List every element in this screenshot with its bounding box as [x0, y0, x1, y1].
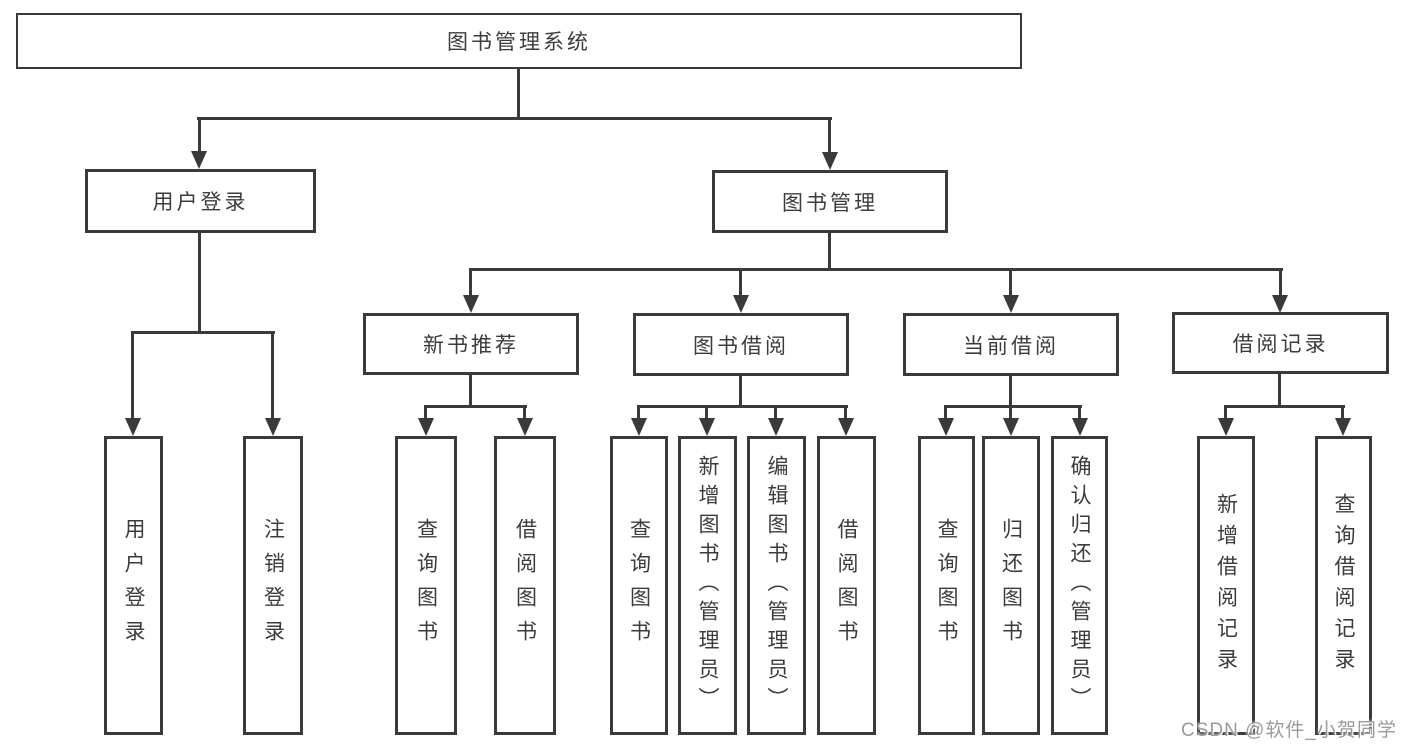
- connector-line: [637, 405, 640, 419]
- arrowhead-icon: [838, 418, 854, 436]
- node-book-borrowing-label: 图书借阅: [693, 334, 789, 358]
- connector-line: [424, 405, 427, 419]
- connector-line: [198, 233, 201, 333]
- connector-line: [131, 331, 134, 418]
- arrowhead-icon: [125, 418, 141, 436]
- arrowhead-icon: [822, 152, 838, 170]
- leaf-logout-login-label: 注销登录: [261, 517, 285, 654]
- node-current-borrowing-label: 当前借阅: [963, 334, 1059, 358]
- connector-line: [517, 68, 520, 119]
- connector-line: [1278, 374, 1281, 407]
- leaf-add-borrow-record: 新增借阅记录: [1197, 436, 1255, 735]
- arrowhead-icon: [265, 418, 281, 436]
- node-new-book-recommend: 新书推荐: [363, 313, 579, 375]
- leaf-confirm-return-admin-label: 确认归还（管理员）: [1068, 455, 1091, 716]
- connector-line: [1224, 405, 1227, 419]
- leaf-return-books: 归还图书: [982, 436, 1040, 735]
- connector-line: [1224, 405, 1345, 408]
- arrowhead-icon: [631, 418, 647, 436]
- connector-line: [1078, 405, 1081, 419]
- connector-line: [197, 117, 832, 120]
- leaf-return-books-label: 归还图书: [999, 517, 1023, 654]
- leaf-add-borrow-record-label: 新增借阅记录: [1214, 492, 1238, 679]
- connector-line: [1009, 405, 1012, 419]
- connector-line: [944, 405, 1082, 408]
- leaf-query-borrow-record-label: 查询借阅记录: [1332, 492, 1355, 679]
- leaf-query-books-recommend-label: 查询图书: [414, 517, 438, 654]
- leaf-borrow-books-borrowing: 借阅图书: [817, 436, 876, 735]
- leaf-borrow-books-recommend-label: 借阅图书: [513, 517, 537, 654]
- connector-line: [828, 233, 831, 271]
- node-current-borrowing: 当前借阅: [903, 313, 1119, 376]
- leaf-query-books-borrowing-label: 查询图书: [627, 517, 651, 654]
- arrowhead-icon: [768, 418, 784, 436]
- connector-line: [131, 331, 275, 334]
- connector-line: [523, 405, 526, 419]
- connector-line: [469, 375, 472, 407]
- connector-line: [1009, 268, 1012, 295]
- arrowhead-icon: [733, 295, 749, 313]
- arrowhead-icon: [1003, 295, 1019, 313]
- arrowhead-icon: [938, 418, 954, 436]
- connector-line: [828, 117, 831, 153]
- connector-line: [1009, 376, 1012, 407]
- connector-line: [198, 117, 201, 153]
- leaf-query-borrow-record: 查询借阅记录: [1315, 436, 1372, 735]
- arrowhead-icon: [1218, 418, 1234, 436]
- node-book-management: 图书管理: [712, 170, 948, 233]
- connector-line: [637, 405, 848, 408]
- leaf-borrow-books-borrowing-label: 借阅图书: [835, 517, 858, 654]
- node-book-management-label: 图书管理: [782, 191, 878, 215]
- node-borrowing-records: 借阅记录: [1172, 312, 1389, 374]
- connector-line: [844, 405, 847, 419]
- node-library-system: 图书管理系统: [16, 13, 1022, 69]
- connector-line: [469, 268, 1283, 271]
- connector-line: [944, 405, 947, 419]
- arrowhead-icon: [1272, 295, 1288, 313]
- node-user-login-label: 用户登录: [152, 191, 249, 214]
- watermark: CSDN @软件_小贺同学: [1181, 720, 1397, 741]
- node-new-book-recommend-label: 新书推荐: [423, 334, 519, 357]
- connector-line: [271, 331, 274, 418]
- leaf-query-books-borrowing: 查询图书: [610, 436, 668, 735]
- arrowhead-icon: [191, 151, 207, 169]
- leaf-edit-books-admin: 编辑图书（管理员）: [747, 436, 806, 735]
- node-book-borrowing: 图书借阅: [633, 313, 849, 376]
- arrowhead-icon: [699, 418, 715, 436]
- connector-line: [739, 376, 742, 407]
- leaf-logout-login: 注销登录: [243, 436, 303, 735]
- arrowhead-icon: [1335, 418, 1351, 436]
- arrowhead-icon: [517, 418, 533, 436]
- connector-line: [1279, 268, 1282, 295]
- leaf-user-login-label: 用户登录: [122, 517, 145, 654]
- arrowhead-icon: [1003, 418, 1019, 436]
- arrowhead-icon: [418, 418, 434, 436]
- connector-line: [705, 405, 708, 419]
- leaf-query-books-current: 查询图书: [918, 436, 975, 735]
- leaf-add-books-admin: 新增图书（管理员）: [678, 436, 737, 735]
- connector-line: [739, 268, 742, 295]
- leaf-query-books-recommend: 查询图书: [395, 436, 457, 735]
- leaf-user-login: 用户登录: [104, 436, 163, 735]
- leaf-borrow-books-recommend: 借阅图书: [494, 436, 556, 735]
- node-borrowing-records-label: 借阅记录: [1232, 333, 1329, 356]
- node-user-login: 用户登录: [85, 169, 316, 233]
- connector-line: [774, 405, 777, 419]
- arrowhead-icon: [1072, 418, 1088, 436]
- leaf-edit-books-admin-label: 编辑图书（管理员）: [765, 455, 788, 716]
- connector-line: [424, 405, 527, 408]
- connector-line: [1341, 405, 1344, 419]
- leaf-add-books-admin-label: 新增图书（管理员）: [696, 455, 719, 716]
- leaf-confirm-return-admin: 确认归还（管理员）: [1051, 436, 1108, 735]
- node-library-system-label: 图书管理系统: [447, 31, 591, 54]
- arrowhead-icon: [463, 295, 479, 313]
- connector-line: [469, 268, 472, 295]
- leaf-query-books-current-label: 查询图书: [935, 517, 958, 654]
